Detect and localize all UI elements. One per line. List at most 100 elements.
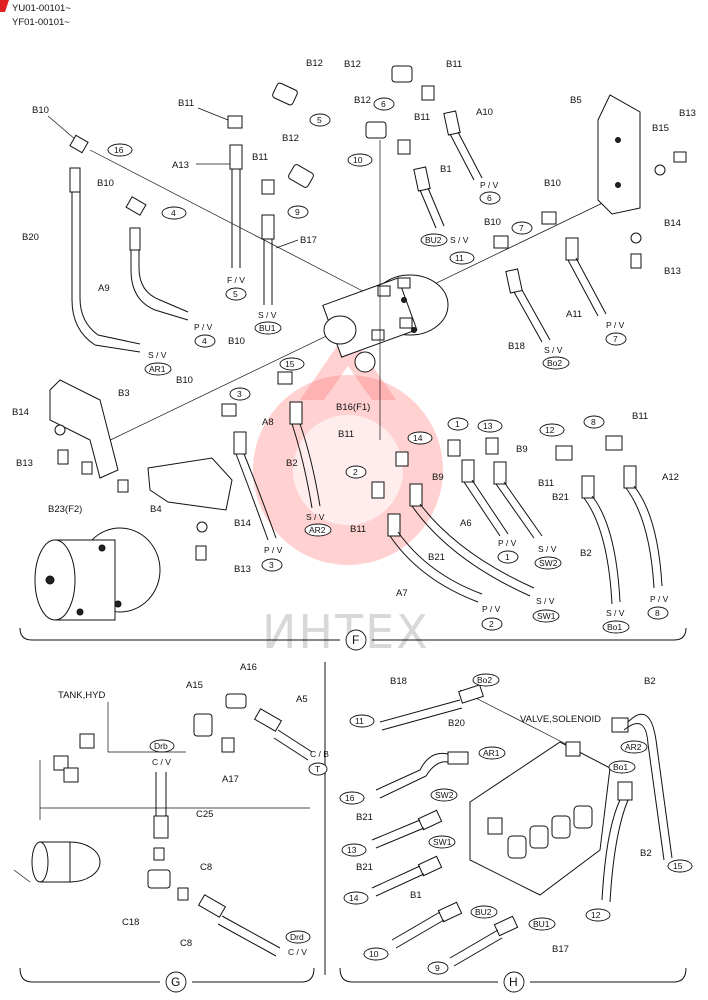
fitting-a17 [221,737,235,753]
port-bu1-badge-h [528,917,556,931]
hose-b20-a [71,192,141,353]
port-cb-label: C / B [310,749,329,759]
fitting-a10 [443,110,461,136]
port-ar2-text-f: AR2 [309,525,326,535]
tank-outline-top [107,702,186,753]
callout-1 [447,417,469,431]
hose-b20-b [79,192,141,345]
hose-b21-b [495,481,543,539]
fitting-b2-h-a [611,717,629,733]
fitting-a5 [253,708,283,732]
section-f-label: F [352,633,359,647]
port-sv-bo2-label: S / V [544,345,563,355]
section-h-label: H [509,975,518,989]
pump-assembly [322,274,449,373]
port-bo1-text-f: Bo1 [607,622,622,632]
port-sw2-text-h: SW2 [435,790,454,800]
label-b10-e: B10 [176,375,193,386]
tank-edge [13,869,31,883]
port-drd-text: Drd [290,932,304,942]
port-sv-sw2-label: S / V [538,544,557,554]
callout-5b [225,287,247,301]
leader-b10-a [47,115,77,141]
label-b1: B1 [440,164,452,175]
fitting-b21-a [409,483,423,507]
fitting-c18 [147,869,171,889]
label-a11: A11 [566,309,582,320]
label-b16: B16(F1) [336,402,370,413]
callout-8 [583,415,605,429]
port-ar1-text-h: AR1 [483,748,500,758]
callout-15-h [667,859,693,873]
fitting-b20-h [447,751,469,765]
callout-7b [605,332,627,346]
elbow-fitting-b12-d [365,121,387,139]
elbow-fitting-b11-f [371,481,385,499]
port-sv-sw1-label: S / V [536,596,555,606]
callout-8-text: 8 [591,417,596,427]
callout-11-h-text: 11 [355,716,364,726]
callout-11-text: 11 [455,253,464,263]
callout-8b-text: 8 [655,608,660,618]
callout-1b [497,550,519,564]
label-a10: A10 [476,107,493,118]
label-b13-e: B13 [234,564,251,575]
bracket-b5-hole-2 [615,182,621,188]
bracket-b5-hole-1 [615,137,621,143]
elbow-fitting-b11-e [395,451,409,467]
label-b10-a: B10 [32,105,49,116]
callout-13-h [341,843,367,857]
port-sw1-text-h: SW1 [433,837,452,847]
port-sw1-text-f: SW1 [537,611,556,621]
label-b20: B20 [22,232,39,243]
callout-15-h-text: 15 [673,861,683,871]
port-cv-drd-label: C / V [288,947,307,957]
hose-a12 [625,485,663,589]
label-b23: B23(F2) [48,504,82,515]
label-b4: B4 [150,504,162,515]
port-ar1-text-f: AR1 [149,364,166,374]
port-sv-ar2-label: S / V [306,512,325,522]
callout-4b [194,334,216,348]
hose-a7 [389,531,483,603]
leader-b11-a [197,107,229,121]
hose-b2-h-a [623,713,673,861]
hose-b1-h [391,911,445,949]
fitting-a7 [387,513,401,537]
bolt-b13-b [630,253,642,269]
hose-c25 [155,772,167,822]
callout-14 [407,431,433,445]
port-ar2-badge-h [620,740,648,754]
elbow-fitting-b11-b [261,179,275,195]
frame-g-left [19,967,160,983]
port-bu2-text-h: BU2 [475,907,492,917]
label-b13-b: B13 [664,266,681,277]
elbow-fitting-b11-c [421,85,435,101]
label-b10-b: B10 [97,178,114,189]
fitting-b20 [69,167,81,193]
callout-6b-text: 6 [487,193,492,203]
fitting-a6 [461,459,475,483]
label-b11-h: B11 [632,411,648,422]
label-b12-c: B12 [344,59,361,70]
hose-a9-b [138,250,189,313]
fitting-b1-h [437,901,463,923]
label-b14-a: B14 [664,218,681,229]
label-b11-e: B11 [338,429,354,440]
nut-b14-c [196,521,208,533]
fitting-b2-h-b [617,781,633,801]
elbow-fitting-b11-a [227,115,243,129]
corner-logo [0,0,9,12]
callout-6b [479,191,501,205]
watermark-text: ИНТЕХ [262,605,430,659]
label-a12: A12 [662,472,679,483]
callout-14-h-text: 14 [349,893,359,903]
hose-b2-b [583,495,621,605]
port-sw2-badge-f [534,556,562,570]
port-sw1-badge-f [532,609,560,623]
label-a7: A7 [396,588,408,599]
callout-2b-text: 2 [489,619,494,629]
label-b13-c: B13 [16,458,33,469]
label-b2-h-b: B2 [640,848,652,859]
